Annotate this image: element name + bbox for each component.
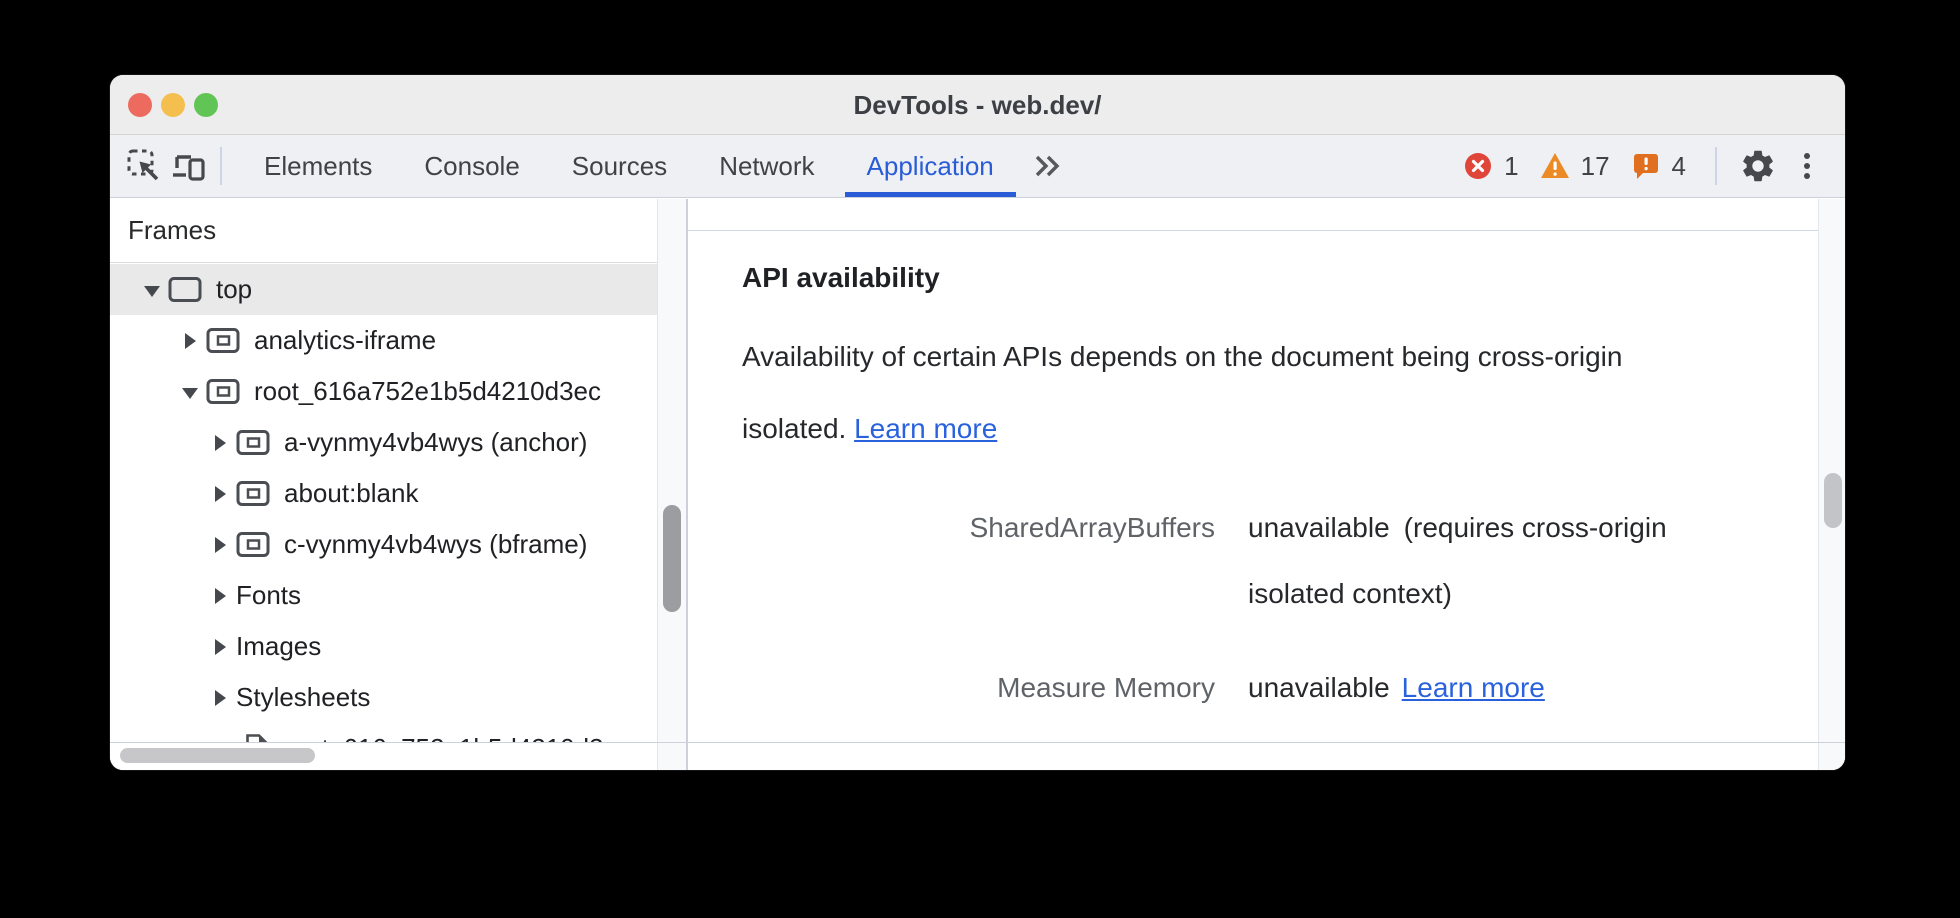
tree-item-stylesheets[interactable]: Stylesheets xyxy=(110,672,657,723)
iframe-icon xyxy=(206,328,240,353)
bottom-divider xyxy=(110,742,1845,743)
toggle-device-toolbar-button[interactable] xyxy=(166,140,210,192)
titlebar: DevTools - web.dev/ xyxy=(110,75,1845,135)
disclosure-expanded-icon[interactable] xyxy=(144,282,160,298)
inspect-icon xyxy=(127,149,159,181)
errors-button[interactable] xyxy=(1461,140,1495,192)
frames-tree: top analytics-iframe roo xyxy=(110,264,657,742)
traffic-lights xyxy=(128,93,218,117)
disclosure-collapsed-icon[interactable] xyxy=(212,485,228,502)
frames-section-header[interactable]: Frames xyxy=(110,199,657,263)
panel-tabs: Elements Console Sources Network Applica… xyxy=(238,135,1020,197)
zoom-button[interactable] xyxy=(194,93,218,117)
device-toolbar-icon xyxy=(173,155,205,181)
tree-item-root-frame[interactable]: root_616a752e1b5d4210d3ec xyxy=(110,366,657,417)
tree-item-bframe[interactable]: c-vynmy4vb4wys (bframe) xyxy=(110,519,657,570)
document-icon xyxy=(246,733,268,742)
sidebar-horizontal-scrollbar-thumb[interactable] xyxy=(120,748,315,763)
sidebar-scrollbar-track[interactable] xyxy=(657,199,686,770)
issues-icon xyxy=(1633,154,1658,179)
section-title: API availability xyxy=(742,262,940,293)
field-detail: (requires cross-origin isolated context) xyxy=(1248,512,1667,609)
issue-count: 4 xyxy=(1671,150,1686,181)
warnings-button[interactable] xyxy=(1538,140,1572,192)
disclosure-collapsed-icon[interactable] xyxy=(212,587,228,604)
disclosure-collapsed-icon[interactable] xyxy=(212,638,228,655)
tab-console[interactable]: Console xyxy=(424,150,520,181)
warning-icon xyxy=(1540,153,1569,178)
toolbar-separator xyxy=(1715,147,1717,185)
tree-item-about-blank[interactable]: about:blank xyxy=(110,468,657,519)
toolbar-separator xyxy=(220,147,222,185)
close-button[interactable] xyxy=(128,93,152,117)
field-label: SharedArrayBuffers xyxy=(969,512,1215,543)
settings-gear-icon xyxy=(1743,150,1773,182)
frame-icon xyxy=(168,277,202,302)
api-fields: SharedArrayBuffers unavailable(requires … xyxy=(742,495,1778,721)
tree-item-images[interactable]: Images xyxy=(110,621,657,672)
error-count: 1 xyxy=(1504,150,1519,181)
devtools-window: DevTools - web.dev/ Elements Console Sou… xyxy=(110,75,1845,770)
status-badges: 1 17 4 xyxy=(1461,140,1825,192)
error-icon xyxy=(1465,153,1492,179)
main-scrollbar-thumb[interactable] xyxy=(1824,473,1842,528)
main-menu-button[interactable] xyxy=(1789,140,1825,192)
disclosure-collapsed-icon[interactable] xyxy=(212,434,228,451)
tree-item-fonts[interactable]: Fonts xyxy=(110,570,657,621)
section-description: Availability of certain APIs depends on … xyxy=(742,341,1623,444)
warning-count: 17 xyxy=(1580,150,1610,181)
tree-item-top[interactable]: top xyxy=(110,264,657,315)
inspect-element-button[interactable] xyxy=(122,140,166,192)
tab-sources[interactable]: Sources xyxy=(571,150,668,181)
frames-sidebar: Frames top analytics-iframe xyxy=(110,199,657,770)
window-title: DevTools - web.dev/ xyxy=(853,89,1102,120)
pane-splitter[interactable] xyxy=(686,199,688,770)
disclosure-collapsed-icon[interactable] xyxy=(212,689,228,706)
active-tab-underline xyxy=(844,192,1016,197)
more-tabs-icon xyxy=(1035,155,1060,177)
learn-more-link[interactable]: Learn more xyxy=(1401,672,1545,703)
iframe-icon xyxy=(206,379,240,404)
settings-button[interactable] xyxy=(1736,140,1780,192)
sidebar-scrollbar-thumb[interactable] xyxy=(663,505,681,612)
more-tabs-button[interactable] xyxy=(1026,140,1070,192)
api-availability-report: API availability Availability of certain… xyxy=(688,261,1818,721)
tree-item-root-document[interactable]: root_616a752e1b5d4210d3ec xyxy=(110,723,657,742)
panel-body: Frames top analytics-iframe xyxy=(110,199,1845,770)
devtools-toolbar: Elements Console Sources Network Applica… xyxy=(110,135,1845,198)
tree-item-analytics-iframe[interactable]: analytics-iframe xyxy=(110,315,657,366)
main-pane: API availability Availability of certain… xyxy=(688,199,1818,770)
main-scrollbar-track[interactable] xyxy=(1818,199,1845,770)
disclosure-collapsed-icon[interactable] xyxy=(212,536,228,553)
minimize-button[interactable] xyxy=(161,93,185,117)
tab-application[interactable]: Application xyxy=(841,135,1020,197)
disclosure-collapsed-icon[interactable] xyxy=(182,332,198,349)
report-top-strip xyxy=(688,199,1818,231)
tab-elements[interactable]: Elements xyxy=(264,150,373,181)
tree-item-anchor-frame[interactable]: a-vynmy4vb4wys (anchor) xyxy=(110,417,657,468)
learn-more-link[interactable]: Learn more xyxy=(854,413,998,444)
tab-network[interactable]: Network xyxy=(719,150,815,181)
field-label: Measure Memory xyxy=(997,672,1215,703)
field-value: unavailable(requires cross-origin isolat… xyxy=(1248,512,1667,609)
field-row-sharedarraybuffers: SharedArrayBuffers unavailable(requires … xyxy=(742,495,1778,627)
iframe-icon xyxy=(236,430,270,455)
iframe-icon xyxy=(236,532,270,557)
iframe-icon xyxy=(236,481,270,506)
kebab-menu-icon xyxy=(1804,153,1810,179)
issues-button[interactable] xyxy=(1629,140,1663,192)
disclosure-expanded-icon[interactable] xyxy=(182,384,198,400)
